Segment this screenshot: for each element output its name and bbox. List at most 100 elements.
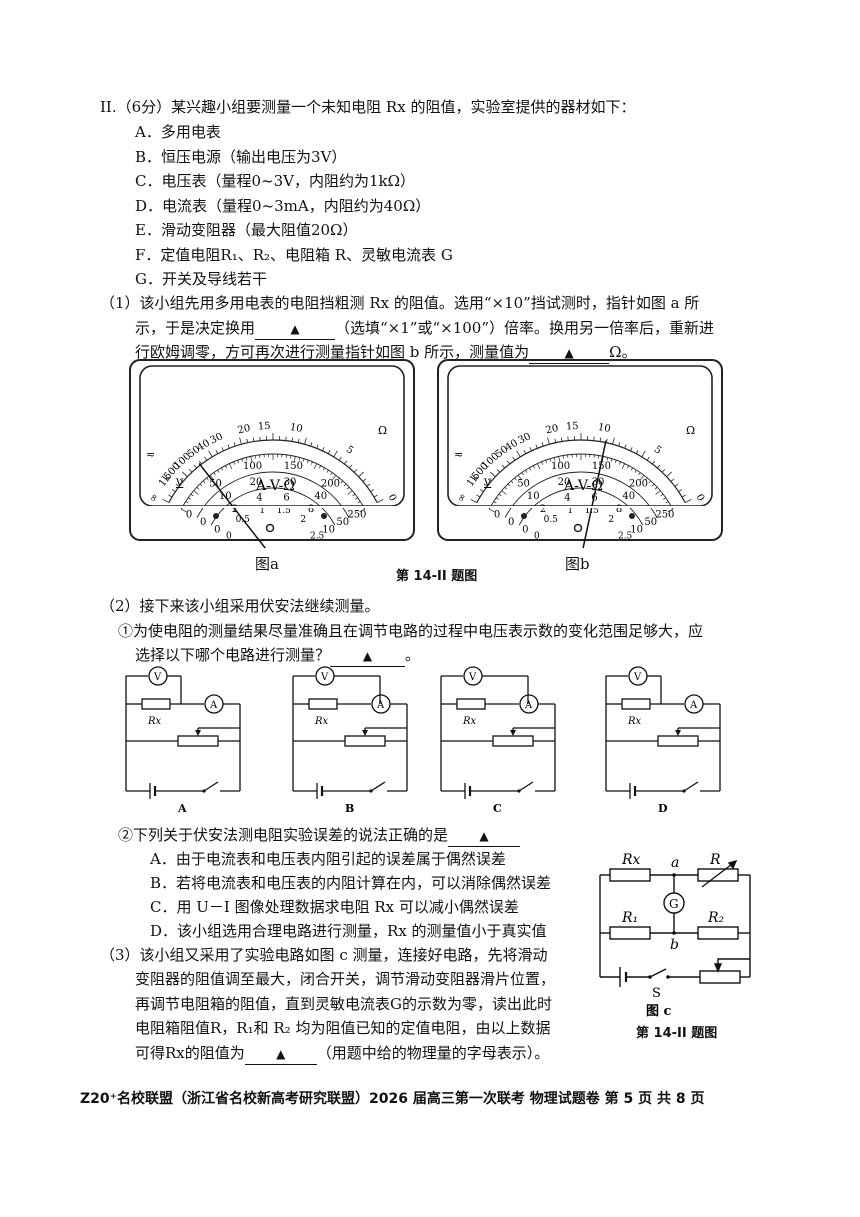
dc-label-mid: 10 [527,491,540,502]
ac-label: 2.5 [618,532,633,542]
dc-tick [496,497,499,500]
ohm-label: 30 [516,431,532,446]
label-fig-c: 图 c [646,1004,672,1019]
answer-blank-3[interactable]: ▲ [330,645,406,667]
dc-tick [229,463,233,470]
zero-adjust [265,523,275,533]
multimeter-a: ∞1k5001005040302015105005010015020025001… [129,359,415,548]
ohm-tick [322,447,325,452]
ohm-label: 20 [545,423,560,436]
answer-blank-4[interactable]: ▲ [448,825,521,847]
dc-label-small: 6 [591,492,597,503]
ohm-tick [297,438,300,443]
dc-label-mid: 30 [592,477,605,488]
dc-tick [185,501,189,504]
ohm-tick [652,460,656,465]
slider-arrow [675,730,681,736]
q3-line1: （3）该小组又采用了实验电路如图 c 测量，连接好电路，先将滑动 [100,946,548,964]
dc-label-major: 250 [655,509,674,520]
ohm-tick [221,447,224,452]
ohm-tick [630,447,633,452]
q2-sub2: ②下列关于伏安法测电阻实验误差的说法正确的是▲ [118,825,521,847]
ohm-tick [670,478,675,482]
ohm-tick [605,438,608,443]
q3-line3: 再调节电阻箱的阻值，直到灵敏电流表G的示数为零，读出此时 [135,995,552,1013]
ohm-tick [370,489,375,493]
dc-tick [489,508,495,513]
slider-arrow [362,730,368,736]
dc-tick [254,455,256,459]
dc-label-mid: 40 [314,491,327,502]
ohm-tick [366,483,371,487]
ac-symbol: ≂ [454,448,463,461]
rheostat [177,735,219,747]
dc-tick [311,461,313,465]
resistor-r1 [609,926,651,940]
ohm-tick [554,438,557,443]
dc-tick [614,460,617,464]
ohm-tick [618,442,621,447]
meter-case [129,359,415,541]
blank-marker: ▲ [564,346,574,360]
slider-arrow [195,730,201,736]
wire [203,781,219,792]
dc-tick [181,508,187,513]
ohm-tick [316,444,319,449]
ohm-label: 0 [385,492,398,503]
fig-c-caption: 第 14-II 题图 [636,1026,718,1041]
dc-tick [621,463,625,470]
ohm-tick [246,438,249,443]
ohm-tick [678,489,683,493]
dc-tick [202,480,206,484]
label-r2: R₂ [707,910,725,926]
dc-tick [537,463,541,470]
voltmeter-label: V [468,672,477,683]
circuit-label: C [493,802,502,815]
q2-sub1: 选择以下哪个电路进行测量？▲。 [135,645,420,667]
dc-tick [237,460,240,464]
q1-line2b: （选填“×1”或“×100”）倍率。换用另一倍率后，重新进 [335,319,715,337]
dc-label-small: 0 [214,524,220,535]
dc-tick [241,458,244,462]
dc-label-mid: 50 [336,517,349,528]
switch-pivot [369,789,373,793]
ohm-tick [227,444,230,449]
dc-tick [517,474,523,481]
answer-blank-5[interactable]: ▲ [244,1043,317,1065]
ammeter-label: A [524,700,533,711]
dc-label-major: 100 [551,461,570,472]
ohm-tick [599,437,602,442]
q2-intro: （2）接下来该小组采用伏安法继续测量。 [100,597,380,615]
rx-label: Rx [147,716,162,727]
rx-label: Rx [627,716,642,727]
ohm-tick [666,471,672,478]
dc-tick [355,497,358,500]
ohm-tick [327,449,331,454]
dc-label-mid: 0 [200,517,206,528]
ohm-label: 30 [208,431,224,446]
ohm-tick [349,464,353,469]
circuit-label: A [177,802,187,815]
dc-tick [346,486,350,490]
scale-arc [518,487,644,526]
answer-blank-2[interactable]: ▲ [529,342,610,364]
dc-tick [660,493,664,497]
dc-tick [199,483,203,487]
voltmeter-label: V [320,672,329,683]
ohm-tick [516,450,521,458]
answer-blank-1[interactable]: ▲ [255,318,336,340]
dc-tick [553,457,556,461]
item-d: D．电流表（量程0~3mA，内阻约为40Ω） [135,197,431,215]
ohm-label: 5 [652,444,664,457]
ohm-tick [646,456,650,461]
dc-tick [651,483,655,487]
ohm-label: 5 [344,444,356,457]
ohm-label: ∞ [147,492,161,505]
ohm-tick [541,442,544,447]
dc-tick [665,501,669,504]
ohm-tick [479,489,484,493]
ohm-tick [291,437,294,442]
dc-tick [357,501,361,504]
ohm-tick [523,449,527,454]
